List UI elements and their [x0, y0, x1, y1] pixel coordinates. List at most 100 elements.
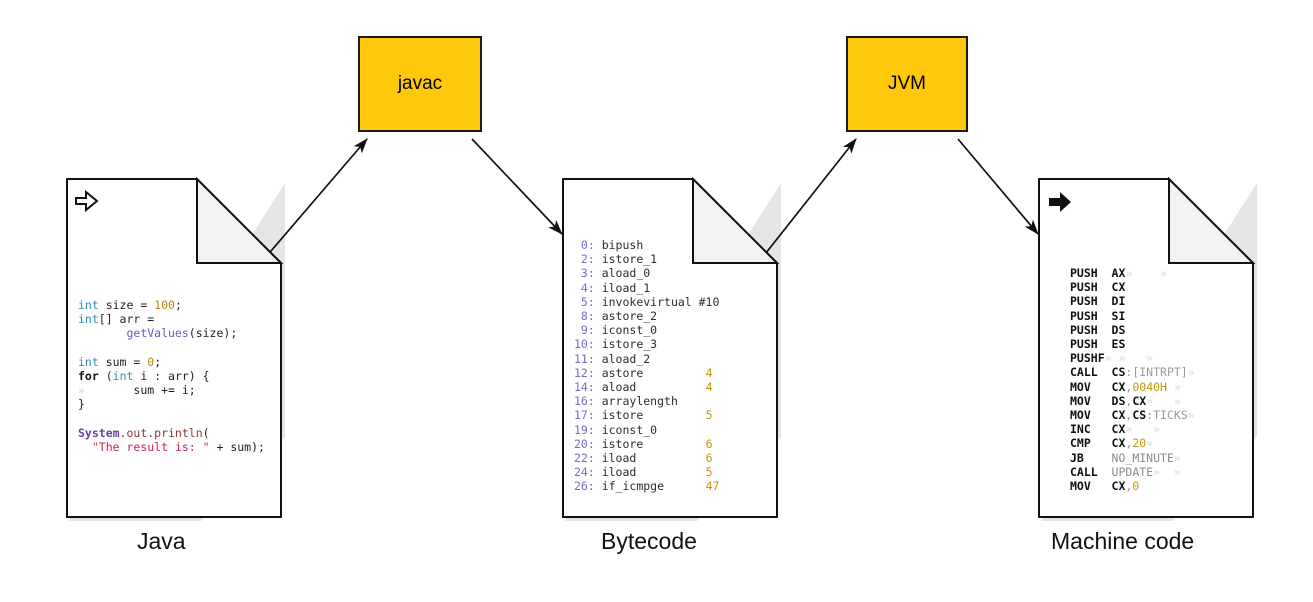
machine-code-line: PUSH ES: [1070, 337, 1195, 351]
java-document-shape: [66, 176, 285, 521]
machine-code-line: MOV CX,0040H »: [1070, 380, 1195, 394]
bytecode-operand: 5: [705, 408, 713, 423]
bytecode-index: 12:: [574, 365, 602, 380]
code-token: int: [78, 354, 99, 369]
machine-operand: ES: [1111, 337, 1126, 352]
code-line: » sum += i;: [78, 383, 265, 397]
bytecode-operand: 4: [705, 380, 713, 395]
machine-mnemonic: PUSHF: [1070, 351, 1105, 366]
code-line: getValues(size);: [78, 326, 265, 340]
bytecode-index: 20:: [574, 436, 602, 451]
bytecode-line: 24: iload 5: [574, 465, 719, 479]
bytecode-operand: 4: [705, 365, 713, 380]
bytecode-line: 9: iconst_0: [574, 323, 719, 337]
code-token: (: [98, 369, 113, 384]
machine-operand: » »: [1146, 393, 1181, 408]
code-token: for: [78, 369, 99, 384]
code-token: "The result is: ": [91, 440, 210, 455]
machine-code-line: PUSH DS: [1070, 323, 1195, 337]
java-document[interactable]: int size = 100;int[] arr = getValues(siz…: [66, 176, 285, 521]
bytecode-mnemonic: iload_1: [601, 280, 651, 295]
machine-code-line: PUSH SI: [1070, 309, 1195, 323]
bytecode-line: 5: invokevirtual #10: [574, 295, 719, 309]
arrow-right-solid-icon: [1049, 192, 1071, 212]
machine-operand: CX: [1111, 436, 1126, 451]
machine-code-line: CMP CX,20»: [1070, 436, 1195, 450]
machine-mnemonic: CALL: [1070, 464, 1112, 479]
machine-operand: »: [1187, 408, 1195, 423]
machine-operand: ,: [1125, 436, 1133, 451]
bytecode-line: 4: iload_1: [574, 281, 719, 295]
code-token: sum += i;: [84, 383, 196, 398]
code-line: for (int i : arr) {: [78, 369, 265, 383]
bytecode-line: 10: istore_3: [574, 337, 719, 351]
bytecode-index: 10:: [574, 337, 602, 352]
bytecode-index: 2:: [574, 252, 602, 267]
code-token: 0: [147, 354, 155, 369]
machine-operand: ,: [1125, 379, 1133, 394]
code-token: ;: [154, 354, 162, 369]
code-token: getValues: [126, 326, 189, 341]
machine-code-line: PUSHF» » »: [1070, 351, 1195, 365]
bytecode-index: 14:: [574, 380, 602, 395]
code-token: »: [78, 383, 85, 398]
machine-mnemonic: PUSH: [1070, 280, 1112, 295]
process-box-javac-label: javac: [397, 73, 443, 94]
bytecode-index: 9:: [574, 323, 602, 338]
machine-operand: DI: [1111, 294, 1126, 309]
machine-code-line: MOV DS,CX» »: [1070, 394, 1195, 408]
machine-operand: CX: [1111, 280, 1126, 295]
process-box-javac[interactable]: javac: [358, 36, 482, 132]
machine-mnemonic: PUSH: [1070, 294, 1112, 309]
bytecode-index: 3:: [574, 266, 602, 281]
machine-operand: ,: [1125, 393, 1133, 408]
bytecode-index: 22:: [574, 451, 602, 466]
machine-operand: ,: [1125, 479, 1133, 494]
code-line: int size = 100;: [78, 298, 265, 312]
machine-operand: »: [1173, 450, 1181, 465]
code-line: }: [78, 397, 265, 411]
code-line: System.out.println(: [78, 426, 265, 440]
code-line: "The result is: " + sum);: [78, 440, 265, 454]
bytecode-line: 14: aload 4: [574, 380, 719, 394]
bytecode-document-shape: [562, 176, 781, 521]
code-token: [] arr =: [98, 312, 155, 327]
bytecode-document[interactable]: 0: bipush 2: istore_1 3: aload_0 4: iloa…: [562, 176, 781, 521]
machine-mnemonic: INC: [1070, 422, 1112, 437]
machine-operand: CX: [1111, 408, 1126, 423]
bytecode-index: 4:: [574, 280, 602, 295]
bytecode-mnemonic: istore_1: [601, 252, 658, 267]
code-token: i : arr) {: [133, 369, 210, 384]
code-line: [78, 412, 265, 426]
bytecode-operand: 6: [705, 436, 713, 451]
process-box-jvm-label: JVM: [888, 73, 926, 94]
code-token: size =: [98, 298, 155, 312]
machine-operand: »: [1132, 266, 1167, 280]
process-box-jvm[interactable]: JVM: [846, 36, 968, 132]
machine-code-line: CALL CS:[INTRPT]»: [1070, 365, 1195, 379]
machine-operand: 0040H: [1132, 379, 1167, 394]
caption-machine-code: Machine code: [1051, 528, 1195, 554]
bytecode-mnemonic: iconst_0: [601, 422, 658, 437]
bytecode-line: 11: aload_2: [574, 352, 719, 366]
code-token: 100: [154, 298, 175, 312]
bytecode-mnemonic: if_icmpge: [601, 479, 706, 494]
code-token: (: [202, 425, 210, 440]
machine-operand: »: [1146, 436, 1154, 451]
bytecode-index: 8:: [574, 309, 602, 324]
machine-operand: » » »: [1104, 351, 1154, 366]
connector-jvm-to-machine: [957, 138, 1039, 235]
machine-operand: CX: [1111, 479, 1126, 494]
bytecode-line: 17: istore 5: [574, 408, 719, 422]
bytecode-index: 11:: [574, 351, 602, 366]
caption-bytecode: Bytecode: [601, 528, 697, 554]
code-token: sum =: [98, 354, 148, 369]
code-line: [78, 341, 265, 355]
code-token: System: [78, 425, 120, 440]
java-source-code: int size = 100;int[] arr = getValues(siz…: [78, 298, 265, 454]
machine-code-line: MOV CX,0: [1070, 479, 1195, 493]
machine-operand: AX: [1111, 266, 1126, 280]
machine-mnemonic: CMP: [1070, 436, 1112, 451]
